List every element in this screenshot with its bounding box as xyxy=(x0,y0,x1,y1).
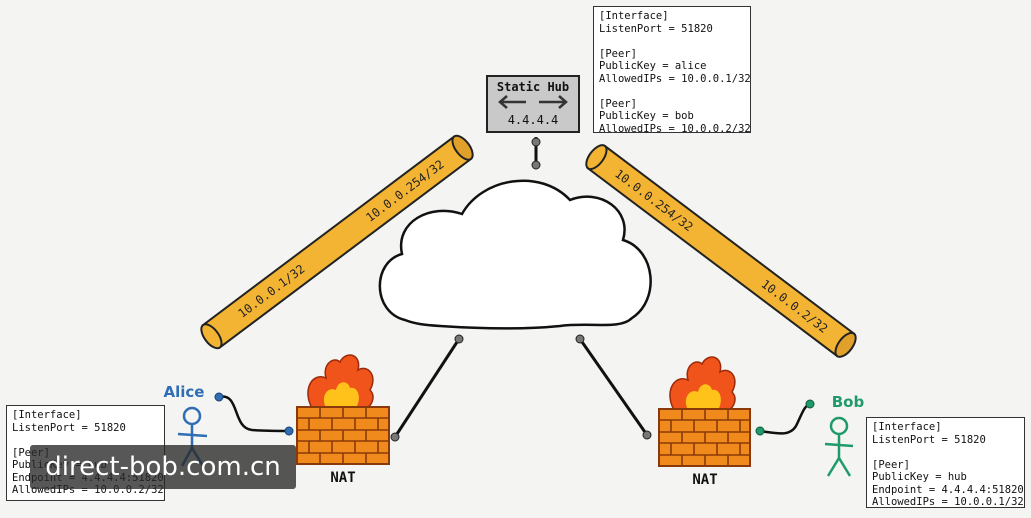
config-line xyxy=(599,35,745,48)
config-line: [Peer] xyxy=(599,47,637,60)
config-line xyxy=(872,446,1019,459)
nat-right-firewall: NAT xyxy=(658,356,751,488)
config-line: ListenPort = 51820 xyxy=(872,433,986,446)
hub-config-box: [Interface]ListenPort = 51820[Peer]Publi… xyxy=(593,6,751,135)
tunnel-right-client-label: 10.0.0.2/32 xyxy=(759,277,831,336)
config-line: [Interface] xyxy=(872,421,942,433)
config-line: Endpoint = 4.4.4.4:51820 xyxy=(872,483,1024,496)
config-line: [Peer] xyxy=(872,458,910,471)
brick-wall-icon xyxy=(296,406,390,465)
config-line: AllowedIPs = 10.0.0.1/32 xyxy=(872,496,1024,508)
nat-left-firewall: NAT xyxy=(296,354,390,486)
config-line: AllowedIPs = 10.0.0.2/32 xyxy=(599,122,751,135)
fire-icon xyxy=(307,354,374,409)
static-hub: Static Hub 4.4.4.4 xyxy=(486,75,580,133)
watermark: direct-bob.com.cn xyxy=(30,445,296,489)
config-line: AllowedIPs = 10.0.0.1/32 xyxy=(599,72,751,85)
config-line xyxy=(599,85,745,98)
config-line: PublicKey = hub xyxy=(872,471,967,483)
hub-ip: 4.4.4.4 xyxy=(508,113,559,127)
nat-right-label: NAT xyxy=(692,472,717,488)
alice-name: Alice xyxy=(164,383,205,401)
internet-cloud xyxy=(378,179,652,330)
bob-cable xyxy=(759,402,811,435)
bob-name: Bob xyxy=(832,393,865,411)
config-line: [Interface] xyxy=(12,409,82,421)
config-line: PublicKey = bob xyxy=(599,110,694,122)
config-line: PublicKey = alice xyxy=(599,60,707,72)
bob-person: Bob xyxy=(755,393,865,477)
link-cloud-to-right-nat xyxy=(575,334,652,440)
hub-connector xyxy=(531,137,541,170)
nat-left-label: NAT xyxy=(330,470,355,486)
bob-config-box: [Interface]ListenPort = 51820 [Peer]Publi… xyxy=(866,417,1025,508)
hub-title: Static Hub xyxy=(497,80,569,94)
double-arrow-icon xyxy=(498,95,568,109)
alice-cable xyxy=(218,395,290,433)
tunnel-left-client-label: 10.0.0.1/32 xyxy=(235,262,307,321)
fire-icon xyxy=(669,356,736,411)
brick-wall-icon xyxy=(658,408,751,467)
config-line: ListenPort = 51820 xyxy=(599,22,713,35)
config-line: [Interface] xyxy=(599,10,669,22)
config-line: [Peer] xyxy=(599,97,637,110)
config-line: ListenPort = 51820 xyxy=(12,421,126,434)
person-icon xyxy=(824,416,854,477)
link-cloud-to-left-nat xyxy=(390,334,464,442)
